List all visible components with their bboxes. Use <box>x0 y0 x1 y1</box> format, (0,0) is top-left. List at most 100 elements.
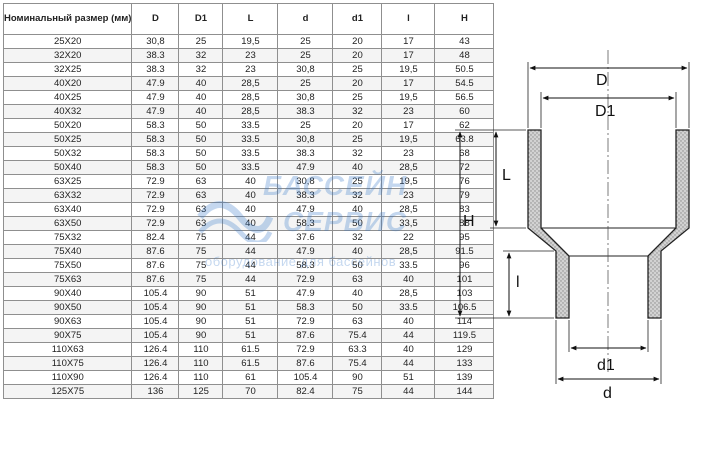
table-cell: 23 <box>381 104 436 119</box>
nominal-size-cell: 90X75 <box>2 328 133 343</box>
table-cell: 47.9 <box>131 104 180 119</box>
table-cell: 50 <box>178 132 224 147</box>
table-cell: 40 <box>178 76 224 91</box>
table-cell: 38.3 <box>277 104 334 119</box>
table-cell: 91.5 <box>434 244 495 259</box>
table-cell: 47.9 <box>131 76 180 91</box>
table-cell: 72.9 <box>277 272 334 287</box>
table-cell: 32 <box>178 48 224 63</box>
table-cell: 25 <box>332 90 383 105</box>
label-D1: D1 <box>595 103 616 120</box>
table-cell: 47.9 <box>277 160 334 175</box>
table-cell: 126.4 <box>131 356 180 371</box>
table-cell: 25 <box>332 62 383 77</box>
table-cell: 63 <box>332 314 383 329</box>
column-header: d1 <box>332 3 383 35</box>
table-cell: 58.3 <box>131 146 180 161</box>
table-cell: 63.8 <box>434 132 495 147</box>
table-cell: 87.6 <box>277 328 334 343</box>
table-cell: 50.5 <box>434 62 495 77</box>
table-cell: 101 <box>434 272 495 287</box>
table-cell: 95 <box>434 230 495 245</box>
table-cell: 51 <box>381 370 436 385</box>
table-cell: 30,8 <box>277 62 334 77</box>
table-cell: 32 <box>332 146 383 161</box>
table-cell: 75 <box>332 384 383 399</box>
nominal-size-cell: 32X20 <box>2 48 133 63</box>
table-cell: 105.4 <box>131 328 180 343</box>
table-cell: 47.9 <box>277 202 334 217</box>
table-cell: 44 <box>381 356 436 371</box>
table-cell: 37.6 <box>277 230 334 245</box>
table-cell: 129 <box>434 342 495 357</box>
fitting-wall-left <box>527 129 570 319</box>
nominal-size-cell: 125X75 <box>2 384 133 399</box>
nominal-size-cell: 40X25 <box>2 90 133 105</box>
table-cell: 58.3 <box>277 300 334 315</box>
table-cell: 33,5 <box>381 216 436 231</box>
table-cell: 50 <box>178 160 224 175</box>
table-cell: 43 <box>434 34 495 49</box>
table-cell: 28,5 <box>222 104 279 119</box>
table-cell: 105.4 <box>131 314 180 329</box>
table-cell: 40 <box>178 90 224 105</box>
nominal-size-cell: 63X25 <box>2 174 133 189</box>
table-cell: 40 <box>332 160 383 175</box>
table-cell: 58.3 <box>277 258 334 273</box>
table-cell: 63 <box>178 202 224 217</box>
fitting-wall-right <box>647 129 690 319</box>
table-cell: 19,5 <box>222 34 279 49</box>
table-cell: 20 <box>332 118 383 133</box>
table-cell: 30,8 <box>277 132 334 147</box>
table-cell: 133 <box>434 356 495 371</box>
table-cell: 96 <box>434 258 495 273</box>
table-cell: 144 <box>434 384 495 399</box>
nominal-size-cell: 32X25 <box>2 62 133 77</box>
nominal-size-cell: 75X32 <box>2 230 133 245</box>
nominal-size-cell: 90X50 <box>2 300 133 315</box>
column-header: L <box>222 3 279 35</box>
table-cell: 47.9 <box>277 286 334 301</box>
table-cell: 40 <box>381 314 436 329</box>
table-cell: 72.9 <box>131 202 180 217</box>
table-cell: 20 <box>332 76 383 91</box>
table-cell: 40 <box>381 342 436 357</box>
table-cell: 28,5 <box>381 160 436 175</box>
table-cell: 40 <box>222 216 279 231</box>
table-cell: 25 <box>332 132 383 147</box>
nominal-size-cell: 90X63 <box>2 314 133 329</box>
table-cell: 72 <box>434 160 495 175</box>
table-cell: 25 <box>178 34 224 49</box>
label-D: D <box>596 72 608 89</box>
table-cell: 50 <box>332 216 383 231</box>
nominal-size-cell: 110X63 <box>2 342 133 357</box>
table-cell: 23 <box>222 62 279 77</box>
nominal-size-cell: 63X40 <box>2 202 133 217</box>
nominal-size-cell: 63X50 <box>2 216 133 231</box>
nominal-size-cell: 40X32 <box>2 104 133 119</box>
table-cell: 28,5 <box>381 286 436 301</box>
table-cell: 61.5 <box>222 356 279 371</box>
table-cell: 72.9 <box>131 188 180 203</box>
table-cell: 82.4 <box>277 384 334 399</box>
label-d: d <box>603 385 612 402</box>
table-cell: 28,5 <box>381 244 436 259</box>
table-cell: 105.4 <box>131 286 180 301</box>
